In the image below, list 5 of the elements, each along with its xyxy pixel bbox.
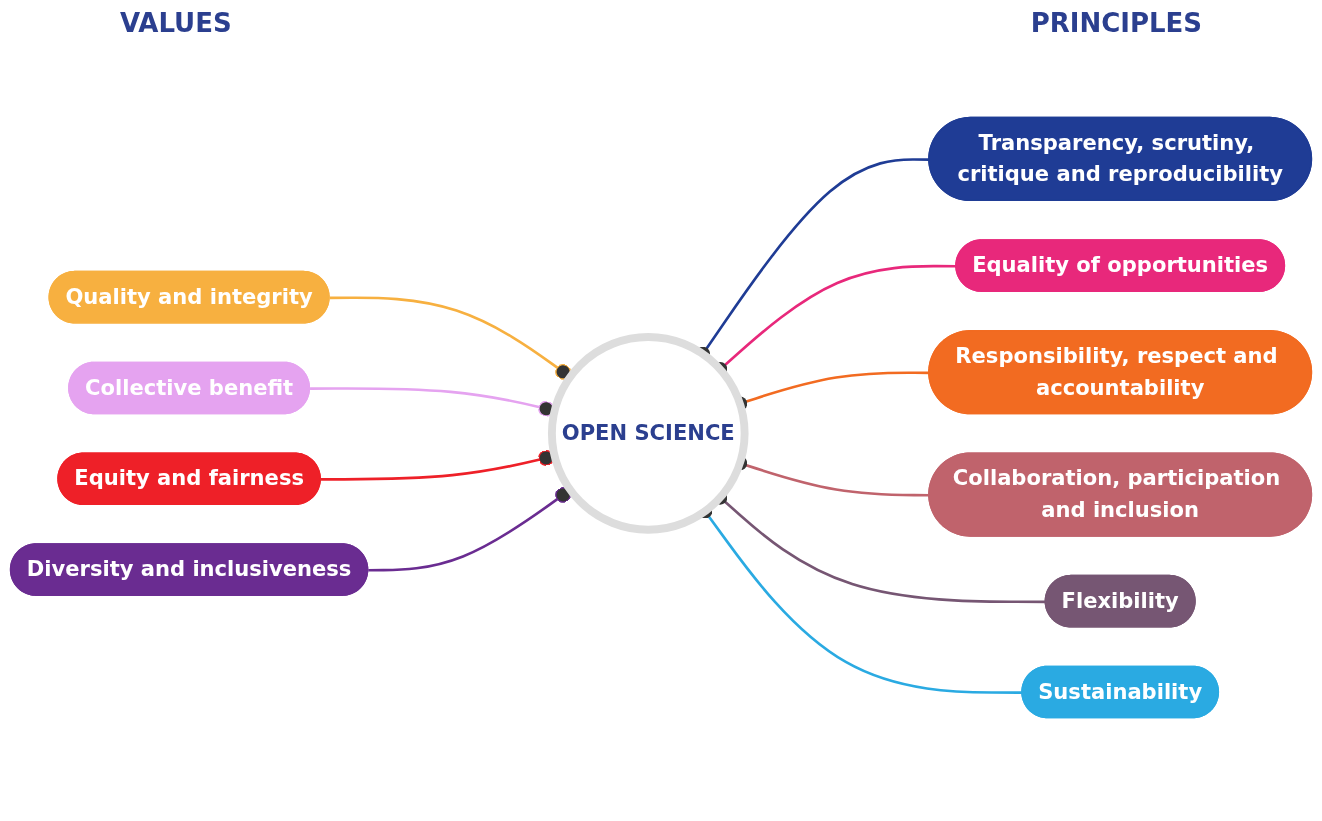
column-heading: VALUES [120, 8, 232, 38]
node-circle: OPEN SCIENCE [547, 333, 749, 535]
connector [329, 296, 572, 381]
connector [368, 487, 572, 572]
column-heading: PRINCIPLES [1030, 8, 1202, 38]
